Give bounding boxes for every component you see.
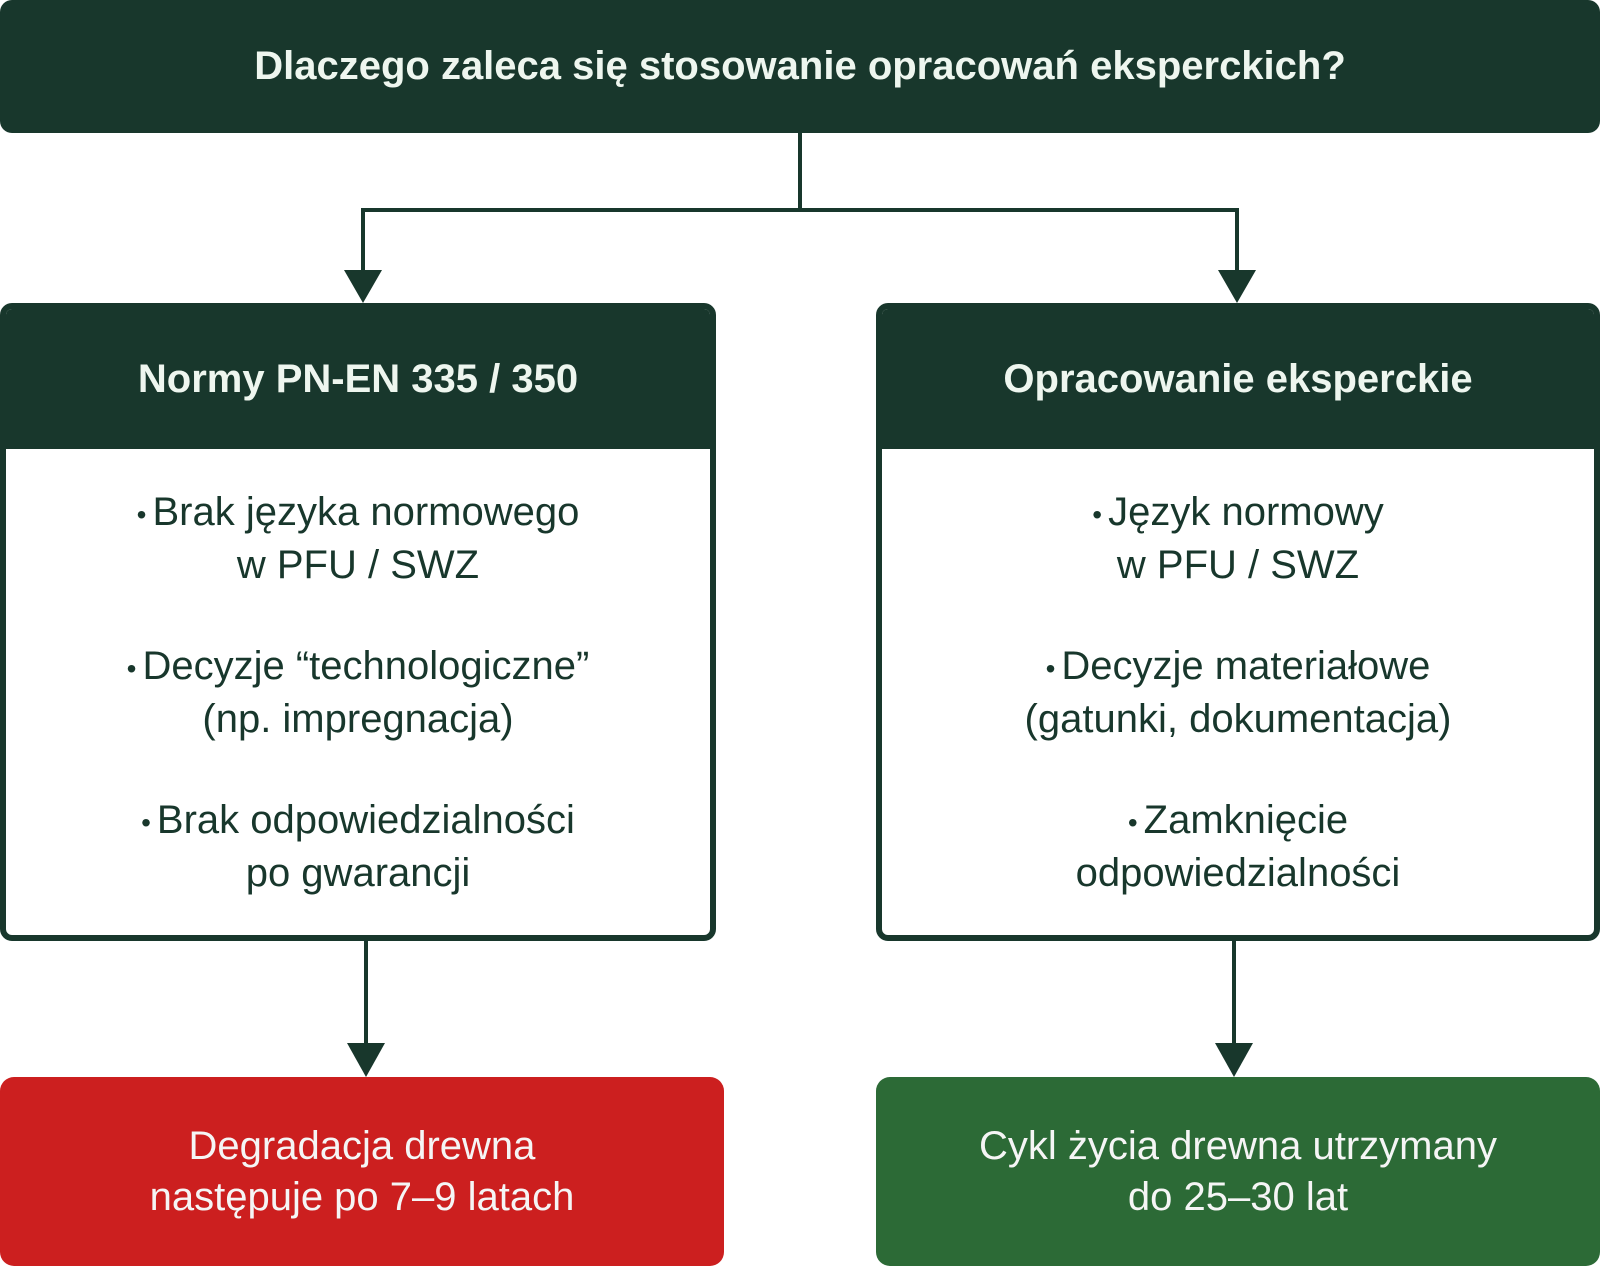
arrow-head-icon (1215, 1043, 1253, 1077)
question-title: Dlaczego zaleca się stosowanie opracowań… (254, 44, 1346, 88)
list-item: •Decyzje materiałowe(gatunki, dokumentac… (1024, 643, 1452, 741)
arrow-head-icon (347, 1043, 385, 1077)
list-item: •Decyzje “technologiczne”(np. impregnacj… (126, 643, 590, 741)
arrow-head-icon (344, 270, 382, 303)
question-header: Dlaczego zaleca się stosowanie opracowań… (0, 0, 1600, 133)
norms-panel-header: Normy PN-EN 335 / 350 (6, 309, 710, 449)
norms-panel-title: Normy PN-EN 335 / 350 (137, 356, 579, 401)
arrow-head-icon (1218, 270, 1256, 303)
norms-panel: Normy PN-EN 335 / 350 •Brak języka normo… (0, 303, 716, 941)
expert-panel-title: Opracowanie eksperckie (1003, 356, 1473, 401)
expert-panel-header: Opracowanie eksperckie (882, 309, 1594, 449)
